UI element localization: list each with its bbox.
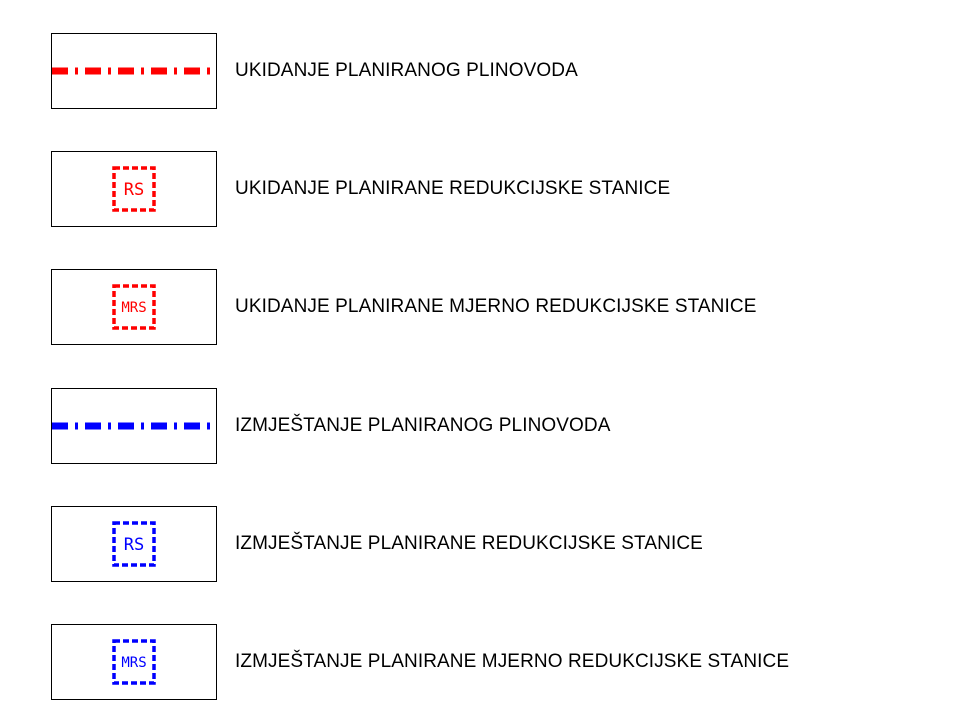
legend-item-relocate-reduction-station: RS IZMJEŠTANJE PLANIRANE REDUKCIJSKE STA… bbox=[51, 506, 951, 582]
legend-item-cancel-reduction-station: RS UKIDANJE PLANIRANE REDUKCIJSKE STANIC… bbox=[51, 151, 951, 227]
station-code-text: MRS bbox=[121, 655, 146, 671]
legend-item-relocate-pipeline: IZMJEŠTANJE PLANIRANOG PLINOVODA bbox=[51, 388, 951, 464]
dash-dot-line-icon bbox=[52, 67, 216, 75]
station-symbol-box: RS bbox=[51, 151, 217, 227]
dash-dot-line-icon bbox=[52, 422, 216, 430]
pipeline-symbol-box bbox=[51, 33, 217, 109]
metering-reduction-station-icon: MRS bbox=[112, 284, 156, 330]
station-symbol-box: RS bbox=[51, 506, 217, 582]
legend-label: UKIDANJE PLANIRANOG PLINOVODA bbox=[235, 60, 578, 81]
reduction-station-icon: RS bbox=[112, 521, 156, 567]
station-symbol-box: MRS bbox=[51, 269, 217, 345]
legend-item-cancel-metering-station: MRS UKIDANJE PLANIRANE MJERNO REDUKCIJSK… bbox=[51, 269, 951, 345]
legend-label: IZMJEŠTANJE PLANIRANE REDUKCIJSKE STANIC… bbox=[235, 533, 703, 554]
legend-item-cancel-pipeline: UKIDANJE PLANIRANOG PLINOVODA bbox=[51, 33, 951, 109]
station-symbol-box: MRS bbox=[51, 624, 217, 700]
metering-reduction-station-icon: MRS bbox=[112, 639, 156, 685]
station-code-text: RS bbox=[124, 535, 144, 555]
legend-item-relocate-metering-station: MRS IZMJEŠTANJE PLANIRANE MJERNO REDUKCI… bbox=[51, 624, 951, 700]
pipeline-symbol-box bbox=[51, 388, 217, 464]
legend-label: IZMJEŠTANJE PLANIRANOG PLINOVODA bbox=[235, 415, 611, 436]
station-code-text: RS bbox=[124, 180, 144, 200]
legend-label: IZMJEŠTANJE PLANIRANE MJERNO REDUKCIJSKE… bbox=[235, 651, 790, 672]
station-code-text: MRS bbox=[121, 300, 146, 316]
legend-label: UKIDANJE PLANIRANE MJERNO REDUKCIJSKE ST… bbox=[235, 296, 757, 317]
legend-label: UKIDANJE PLANIRANE REDUKCIJSKE STANICE bbox=[235, 178, 671, 199]
reduction-station-icon: RS bbox=[112, 166, 156, 212]
